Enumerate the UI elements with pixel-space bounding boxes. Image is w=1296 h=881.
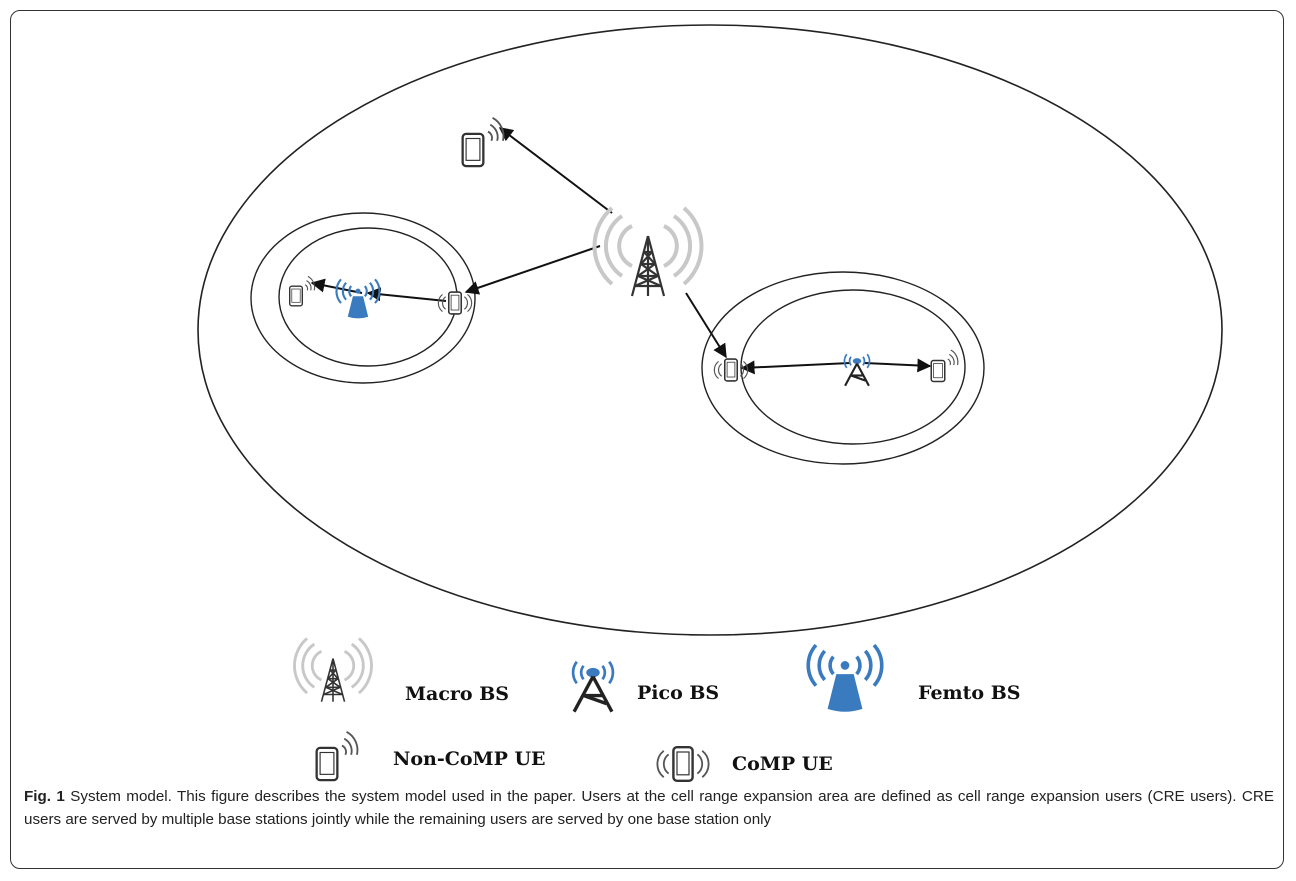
macro-tower-icon bbox=[592, 206, 704, 298]
figure-label: Fig. 1 bbox=[24, 788, 65, 805]
legend-non-comp-ue-label: Non-CoMP UE bbox=[393, 748, 546, 770]
caption-text: System model. This figure describes the … bbox=[24, 788, 1274, 828]
legend-comp-ue-label: CoMP UE bbox=[732, 753, 833, 775]
femto-antenna-icon bbox=[335, 278, 381, 320]
macro-to-comp-link-right bbox=[685, 292, 727, 359]
phone-icon bbox=[461, 116, 505, 168]
phone-icon bbox=[289, 275, 316, 307]
femto-cre-boundary bbox=[250, 212, 476, 384]
pico-to-noncomp-link bbox=[863, 358, 932, 373]
macro-to-noncomp-link bbox=[498, 127, 613, 214]
legend-femto-antenna-icon bbox=[806, 643, 884, 714]
pico-tower-icon bbox=[843, 353, 871, 387]
femto-cell-boundary bbox=[278, 227, 458, 367]
legend-pico-bs-label: Pico BS bbox=[637, 682, 720, 704]
legend-macro-bs-label: Macro BS bbox=[405, 683, 509, 705]
macro-to-comp-link-left bbox=[464, 245, 601, 295]
legend-pico-tower-icon bbox=[571, 660, 615, 714]
comp-phone-icon bbox=[437, 291, 473, 315]
legend-comp-phone-icon bbox=[656, 746, 710, 782]
legend-macro-tower-icon bbox=[293, 636, 373, 704]
pico-to-comp-link bbox=[740, 360, 851, 375]
legend-femto-bs-label: Femto BS bbox=[918, 682, 1021, 704]
macro-cell-boundary bbox=[197, 24, 1223, 636]
figure-frame bbox=[10, 10, 1284, 869]
femto-to-comp-link bbox=[366, 287, 447, 302]
legend-phone-icon bbox=[315, 730, 359, 782]
figure-caption: Fig. 1 System model. This figure describ… bbox=[24, 785, 1274, 831]
pico-cre-boundary bbox=[701, 271, 985, 465]
phone-icon bbox=[930, 349, 959, 383]
